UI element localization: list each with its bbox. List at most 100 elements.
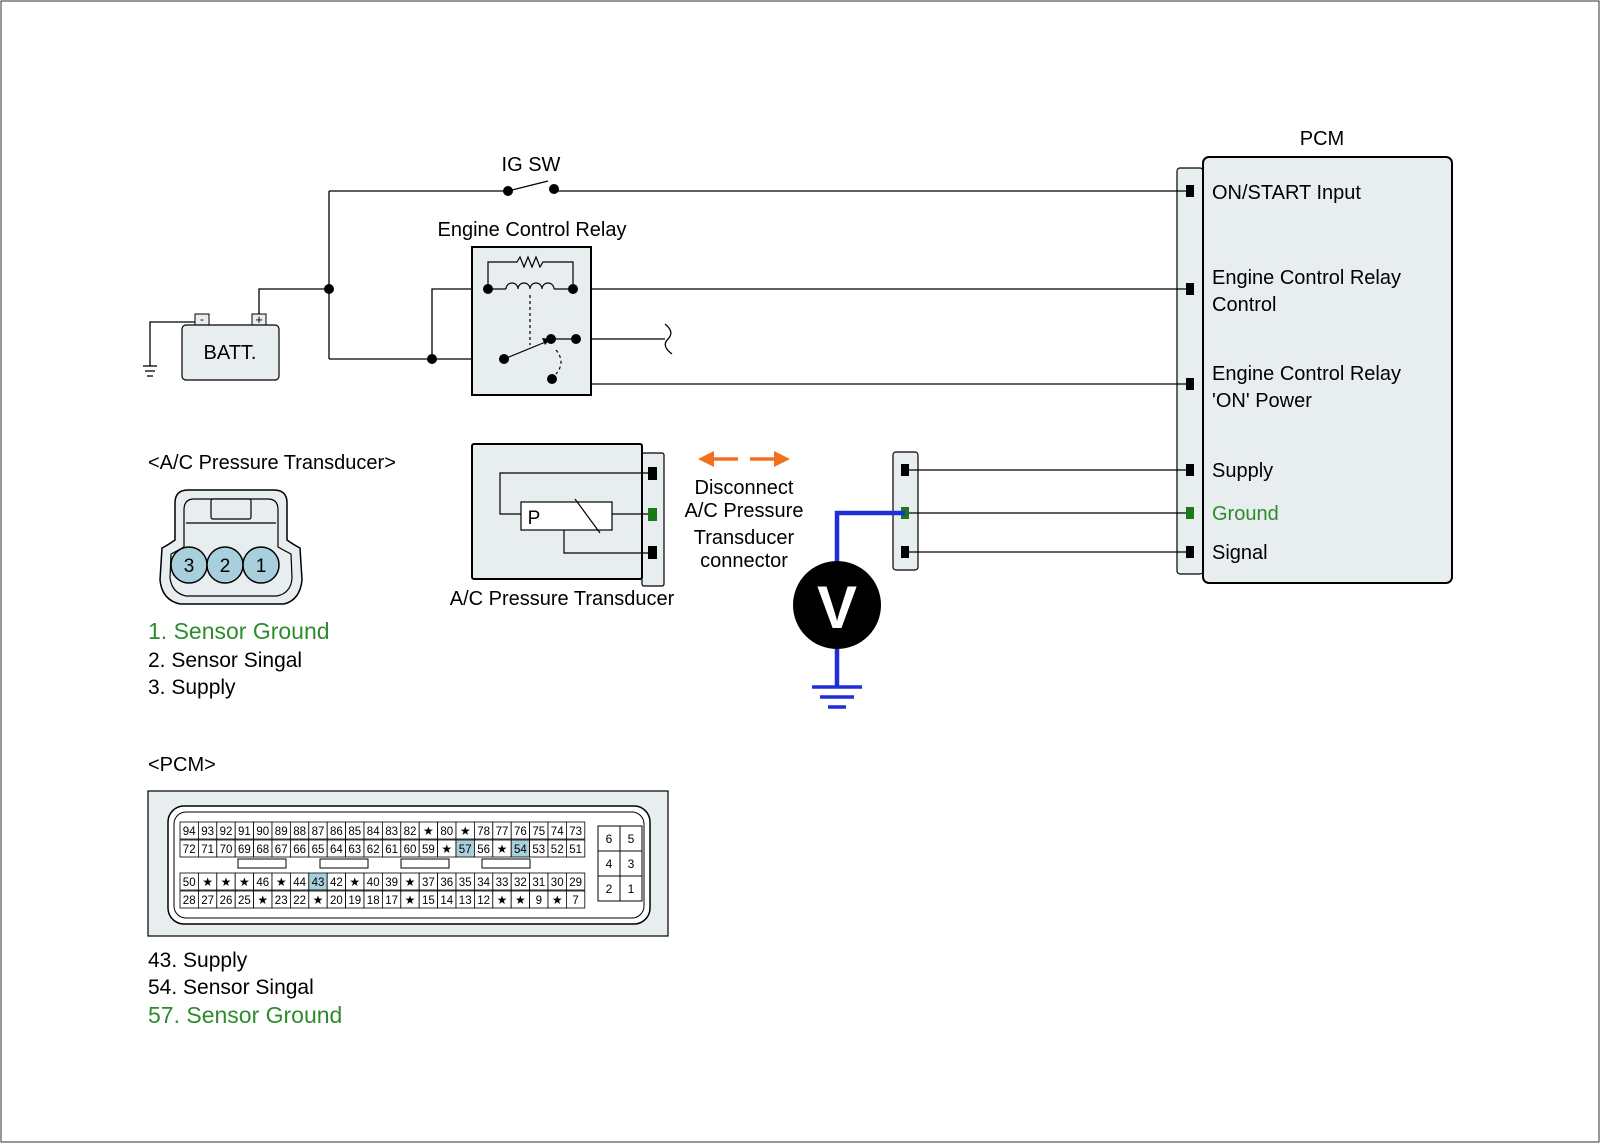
pcm-pin-label: 73 — [569, 826, 582, 838]
pcm-pin-on-start — [1186, 185, 1194, 197]
pcm-pin-label: 40 — [367, 877, 380, 889]
pcm-label-supply: Supply — [1212, 460, 1273, 482]
pcm-pin-label: 64 — [330, 844, 343, 856]
ac-transducer-section-title: <A/C Pressure Transducer> — [148, 452, 396, 474]
pcm-pin-label: 32 — [514, 877, 527, 889]
pcm-pin-ecr-on-power — [1186, 378, 1194, 390]
pcm-small-pin-label: 5 — [628, 832, 635, 846]
pcm-pin-label: 65 — [312, 844, 325, 856]
pcm-body — [1202, 156, 1453, 584]
disconnect-line-1: Disconnect — [695, 477, 794, 499]
pcm-pin-label: 67 — [275, 844, 288, 856]
battery-label: BATT. — [204, 342, 257, 364]
pcm-pin-label: 72 — [183, 844, 196, 856]
transducer-pin-3: 3 — [184, 556, 195, 577]
pcm-small-pin-label: 1 — [628, 882, 635, 896]
pcm-legend-3: 57. Sensor Ground — [148, 1002, 342, 1028]
pcm-label-ecr-control-1: Engine Control Relay — [1212, 267, 1401, 289]
pcm-pin-label: ★ — [313, 893, 324, 907]
pcm-pin-label: 84 — [367, 826, 380, 838]
pcm-pin-label: ★ — [423, 824, 434, 838]
pcm-pin-label: 59 — [422, 844, 435, 856]
transducer-pin-2: 2 — [220, 556, 231, 577]
pcm-pin-label: 7 — [572, 895, 578, 907]
pcm-pin-label: 69 — [238, 844, 251, 856]
pcm-pin-label: 78 — [477, 826, 490, 838]
pcm-pin-ecr-control — [1186, 283, 1194, 295]
pcm-pin-label: ★ — [441, 842, 452, 856]
pcm-block: PCM ON/START Input Engine Control Relay … — [1176, 128, 1453, 584]
pcm-pin-label: ★ — [276, 875, 287, 889]
harness-connector — [892, 451, 1186, 571]
pcm-pin-label: 52 — [551, 844, 564, 856]
pcm-pin-cell — [566, 890, 586, 909]
pcm-pin-label: 68 — [256, 844, 269, 856]
pcm-pin-label: 56 — [477, 844, 490, 856]
pcm-small-pin-label: 3 — [628, 857, 635, 871]
pcm-pin-label: 60 — [404, 844, 417, 856]
battery-positive-sign: + — [255, 312, 263, 327]
pcm-pin-label: 33 — [496, 877, 509, 889]
pcm-pin-label: 22 — [293, 895, 306, 907]
pcm-pin-label: 80 — [440, 826, 453, 838]
pcm-pin-label: 51 — [569, 844, 582, 856]
pcm-pin-label: 18 — [367, 895, 380, 907]
disconnect-line-2: A/C Pressure — [685, 500, 804, 522]
pcm-section-title: <PCM> — [148, 754, 216, 776]
pcm-pin-label: 90 — [256, 826, 269, 838]
pcm-pin-label: ★ — [257, 893, 268, 907]
pcm-pin-label: ★ — [515, 893, 526, 907]
pcm-pin-label: 66 — [293, 844, 306, 856]
disconnect-arrows — [698, 451, 790, 467]
pcm-pin-label: 62 — [367, 844, 380, 856]
pcm-pin-signal — [1186, 546, 1194, 558]
pcm-pin-label: 46 — [256, 877, 269, 889]
disconnect-line-4: connector — [700, 550, 788, 572]
pcm-pin-label: 30 — [551, 877, 564, 889]
pcm-pin-label: 50 — [183, 877, 196, 889]
pcm-pin-label: 61 — [385, 844, 398, 856]
pcm-small-pin-label: 4 — [606, 857, 613, 871]
pcm-pin-label: 82 — [404, 826, 417, 838]
transducer-pin-1: 1 — [256, 556, 267, 577]
pcm-pin-label: 75 — [532, 826, 545, 838]
transducer-connector-face: 3 2 1 — [159, 489, 303, 605]
pcm-pin-cell — [566, 839, 586, 858]
pcm-pin-label: 89 — [275, 826, 288, 838]
ig-sw-blade — [507, 180, 549, 192]
pcm-pin-label: 15 — [422, 895, 435, 907]
pcm-pin-label: 13 — [459, 895, 472, 907]
pcm-pin-label: 54 — [514, 844, 527, 856]
pcm-pin-label: 57 — [459, 844, 472, 856]
pcm-legend-2: 54. Sensor Singal — [148, 976, 314, 999]
pcm-small-pin-cell — [619, 875, 643, 902]
pcm-pin-label: 87 — [312, 826, 325, 838]
pcm-pin-label: ★ — [460, 824, 471, 838]
transducer-legend-2: 2. Sensor Singal — [148, 649, 302, 672]
pcm-pin-ground — [1186, 507, 1194, 519]
pcm-pin-label: 28 — [183, 895, 196, 907]
pcm-pin-label: 25 — [238, 895, 251, 907]
pcm-pin-label: 17 — [385, 895, 398, 907]
pcm-pin-label: ★ — [349, 875, 360, 889]
pcm-pin-label: 92 — [220, 826, 233, 838]
transducer-p-label: P — [528, 508, 541, 529]
voltmeter-label: V — [817, 574, 857, 641]
voltmeter-body — [793, 561, 881, 649]
pcm-pin-label: 34 — [477, 877, 490, 889]
disconnect-line-3: Transducer — [694, 527, 795, 549]
pcm-pin-label: 35 — [459, 877, 472, 889]
pcm-label-ecr-control-2: Control — [1212, 294, 1276, 316]
pcm-pin-label: ★ — [497, 893, 508, 907]
pcm-pin-label: 71 — [201, 844, 214, 856]
pcm-pin-label: 91 — [238, 826, 251, 838]
pcm-pin-label: 74 — [551, 826, 564, 838]
battery-body — [181, 324, 280, 381]
pcm-pin-label: 20 — [330, 895, 343, 907]
pcm-pin-label: 26 — [220, 895, 233, 907]
probe-wire — [834, 510, 905, 565]
voltmeter: V — [793, 510, 905, 709]
ig-sw-label: IG SW — [502, 154, 561, 176]
